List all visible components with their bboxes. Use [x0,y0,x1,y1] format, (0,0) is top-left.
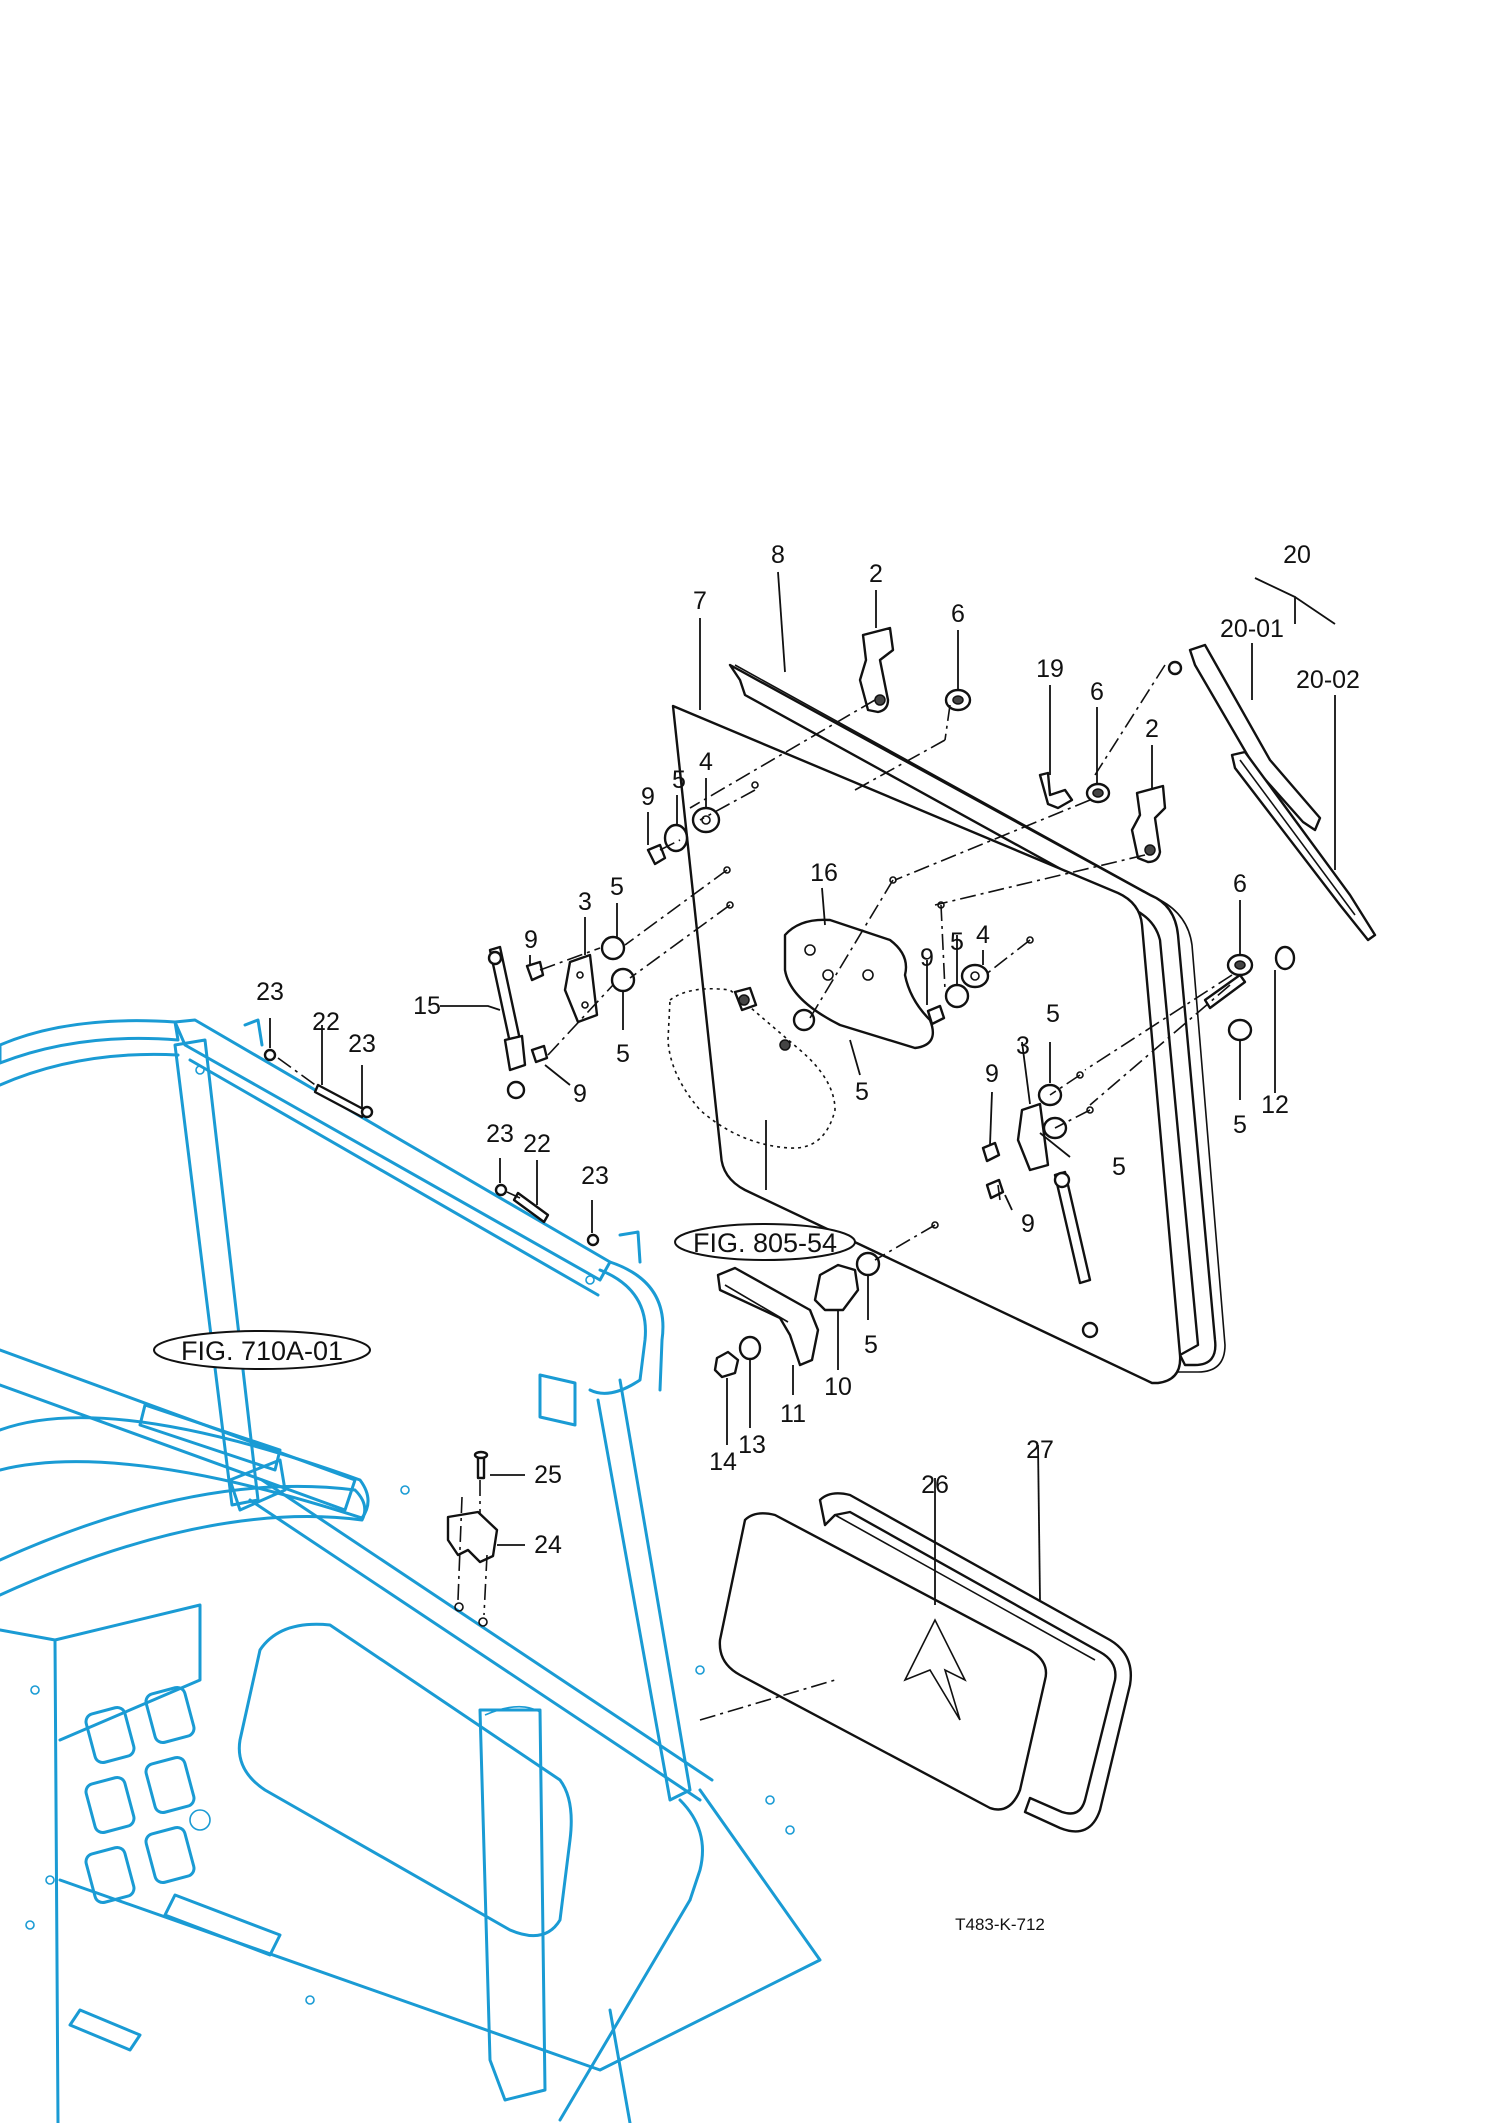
washer-5d [792,1008,816,1032]
washer-4b [960,963,990,989]
side-glass-seal-27 [818,1492,1132,1833]
washer-5e [944,983,970,1009]
parts [263,626,1377,1833]
rubber-stop-10 [813,1263,860,1312]
callout-24: 24 [534,1531,562,1559]
callout-11: 11 [780,1400,806,1428]
callout-27: 27 [1026,1436,1054,1464]
callout-9: 9 [524,926,538,954]
bracket-3a [563,953,599,1024]
callout-5: 5 [616,1040,630,1068]
callout-9: 9 [1021,1210,1035,1238]
cab-frame [0,1018,822,2125]
fig-710a-01-oval [153,1330,371,1370]
bracket-3b [1016,1102,1050,1172]
bolt-12 [1203,973,1247,1010]
callout-23: 23 [348,1030,376,1058]
callout-10: 10 [824,1373,852,1401]
washer-4a [691,806,721,834]
callout-22: 22 [523,1130,551,1158]
callout-5: 5 [1112,1153,1126,1181]
callout-9: 9 [920,944,934,972]
callout-5: 5 [855,1078,869,1106]
clip-23d [586,1233,600,1247]
washer-nozzle-19 [1038,771,1074,810]
callout-20-02: 20-02 [1296,666,1360,694]
washer-5b [600,935,626,961]
bolt-9c [530,1044,549,1064]
drawing-number: T483-K-712 [955,1915,1045,1934]
callout-6: 6 [1090,678,1104,706]
washer-5h [1227,1018,1253,1042]
washer-13 [738,1335,762,1361]
callout-9: 9 [641,783,655,811]
callout-23: 23 [486,1120,514,1148]
callout-23: 23 [256,978,284,1006]
callout-9: 9 [573,1080,587,1108]
callout-13: 13 [738,1431,766,1459]
callout-3: 3 [1016,1032,1030,1060]
callout-6: 6 [1233,870,1247,898]
callout-25: 25 [534,1461,562,1489]
fig-710a-01-label: FIG. 710A-01 [181,1336,343,1366]
fig-805-54-label: FIG. 805-54 [693,1228,837,1258]
nut-14 [713,1350,740,1379]
callout-5: 5 [610,873,624,901]
callout-19: 19 [1036,655,1064,683]
hinge-pin-22a [313,1083,367,1119]
hinge-2b [1130,784,1167,864]
callout-9: 9 [985,1060,999,1088]
callout-5: 5 [1046,1000,1060,1028]
clip-23a [263,1048,277,1062]
callout-5: 5 [950,928,964,956]
fig-805-54-oval [674,1223,856,1261]
clip-23b [360,1105,374,1119]
wiper-arm-20-01 [1188,643,1322,832]
callout-4: 4 [699,748,713,776]
callout-14: 14 [709,1448,737,1476]
callout-8: 8 [771,541,785,569]
figure-references: FIG. 805-54 FIG. 710A-01 [153,1223,856,1370]
leader-lines [269,571,1336,1605]
side-glass-26 [718,1512,1048,1811]
callout-6: 6 [951,600,965,628]
bolt-9e [981,1141,1001,1163]
bracket-24 [446,1510,499,1564]
hinge-pin-22b [512,1191,550,1224]
bolt-12-head [1274,945,1296,971]
callout-7: 7 [693,587,707,615]
bolt-9a [646,843,667,866]
bolt-9b [525,960,545,982]
callout-5: 5 [1233,1111,1247,1139]
assembly-lines [277,664,1233,1721]
callout-15: 15 [413,992,441,1020]
callout-16: 16 [810,859,838,887]
callout-2: 2 [869,560,883,588]
callout-22: 22 [312,1008,340,1036]
washer-5c [610,967,636,993]
callout-20-01: 20-01 [1220,615,1284,643]
callout-2: 2 [1145,715,1159,743]
washer-5i [855,1251,881,1277]
callout-5: 5 [864,1331,878,1359]
washer-5a [663,823,689,853]
latch-11 [716,1266,820,1367]
callout-5: 5 [672,766,686,794]
callout-23: 23 [581,1162,609,1190]
callout-labels: 8 7 2 6 19 6 2 20 20-01 20-02 6 4 5 9 3 … [256,541,1360,1559]
rear-window-assembly [671,663,1226,1385]
callout-12: 12 [1261,1091,1289,1119]
clip-23c [494,1183,508,1197]
callout-4: 4 [976,921,990,949]
callout-3: 3 [578,888,592,916]
window-seal-8 [728,663,1217,1367]
callout-26: 26 [921,1471,949,1499]
callout-20: 20 [1283,541,1311,569]
hinge-2a [858,626,895,714]
